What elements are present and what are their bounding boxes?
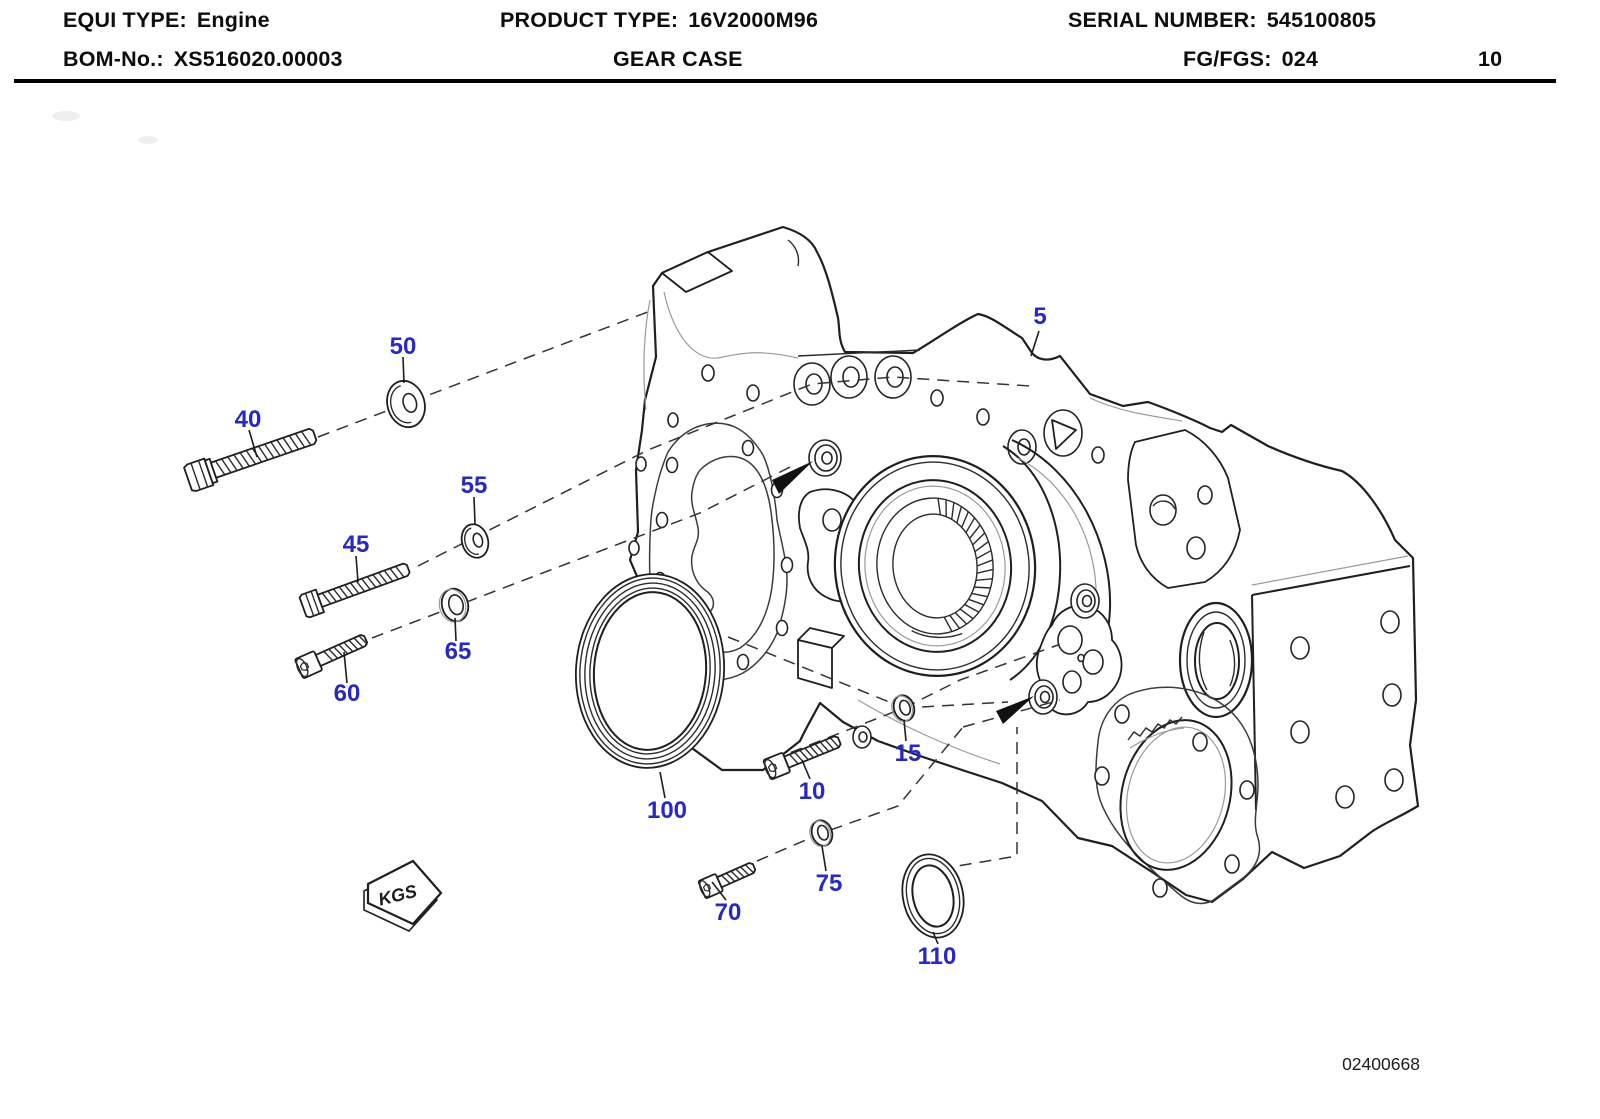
bom-label: BOM-No.:	[63, 47, 164, 71]
callout-45: 45	[343, 531, 370, 558]
callout-10: 10	[799, 778, 826, 805]
gear-teeth	[937, 498, 994, 632]
callout-40: 40	[235, 406, 262, 433]
axis-bolt40	[317, 309, 654, 438]
top-bolt-bosses	[793, 355, 912, 406]
socket-bolt-70	[697, 862, 757, 899]
ring-gear	[833, 455, 1037, 677]
callout-50: 50	[390, 333, 417, 360]
product-type: PRODUCT TYPE: 16V2000M96	[500, 8, 818, 33]
washer-55	[460, 523, 490, 559]
equi-type-value: Engine	[196, 8, 270, 32]
boss-bridge	[797, 349, 921, 357]
washer-75	[809, 819, 834, 847]
axis-bolt10	[771, 701, 1009, 761]
fg-fgs: FG/FGS: 024	[1183, 47, 1318, 72]
gear-far-rim	[1002, 445, 1062, 681]
seal-ring-110	[901, 853, 965, 939]
right-panel	[1251, 555, 1411, 811]
callout-100: 100	[647, 797, 687, 824]
washer-50	[386, 379, 426, 429]
washer-65	[438, 587, 470, 623]
scan-smudge	[138, 136, 158, 144]
axis-seal110	[939, 727, 1018, 870]
hex-bolt-45	[298, 562, 411, 619]
tower-slab	[661, 251, 733, 293]
tower-curl	[787, 239, 800, 267]
callout-70: 70	[715, 899, 742, 926]
callout-labels: 5 10 15 40 45 50 55 60 65 70 75 100 110	[235, 303, 1047, 970]
right-screw-boss-cluster	[1028, 583, 1123, 716]
lower-contour	[857, 699, 1001, 765]
equi-type: EQUI TYPE: Engine	[63, 8, 270, 33]
serial-number-label: SERIAL NUMBER:	[1068, 8, 1257, 32]
axis-washer15	[903, 644, 1059, 709]
hex-bolt-40	[183, 427, 318, 492]
axis-bolt60	[371, 466, 791, 639]
tower-base-line	[663, 291, 799, 359]
assembly-axis-lines	[317, 309, 1061, 870]
callout-55: 55	[461, 472, 488, 499]
callout-60: 60	[334, 680, 361, 707]
callout-65: 65	[445, 638, 472, 665]
callout-leader-lines	[248, 330, 1040, 945]
bore-housing-inner	[1017, 457, 1097, 601]
kgs-arrow: KGS	[363, 859, 443, 932]
product-type-label: PRODUCT TYPE:	[500, 8, 679, 32]
axis-bolt70	[756, 726, 964, 862]
seal-ring-100	[574, 573, 726, 769]
drawing-number: 02400668	[1342, 1054, 1420, 1074]
bom-number: BOM-No.: XS516020.00003	[63, 47, 343, 72]
gear-case-body	[628, 225, 1420, 905]
callout-5: 5	[1033, 303, 1046, 330]
triangle-vent	[1043, 409, 1083, 457]
upper-contour	[1089, 397, 1183, 422]
product-type-value: 16V2000M96	[688, 8, 819, 32]
fg-fgs-value: 024	[1281, 47, 1319, 71]
callout-110: 110	[918, 943, 957, 970]
socket-bolt-60	[294, 634, 369, 679]
mount-arrow-right	[996, 696, 1034, 724]
equi-type-label: EQUI TYPE:	[63, 8, 187, 32]
serial-number: SERIAL NUMBER: 545100805	[1068, 8, 1376, 33]
mid-right-plate	[1127, 429, 1241, 589]
bom-value: XS516020.00003	[173, 47, 343, 71]
page-title: GEAR CASE	[613, 47, 743, 71]
page-number: 10	[1478, 47, 1503, 71]
callout-75: 75	[816, 870, 843, 897]
callout-15: 15	[895, 740, 922, 767]
header-rule	[14, 79, 1556, 83]
flange-inner-line	[643, 299, 651, 411]
socket-bolt-10	[762, 735, 842, 781]
scan-smudge	[52, 111, 80, 121]
bottom-right-gasket	[1094, 686, 1261, 905]
axis-bolt45	[417, 376, 1031, 567]
hidden-gear-teeth	[1127, 716, 1183, 741]
bearing-bore	[1178, 601, 1254, 719]
washer-15	[891, 694, 916, 722]
mount-arrow-left	[772, 461, 813, 494]
axis-aux	[727, 636, 905, 709]
fg-fgs-label: FG/FGS:	[1183, 47, 1272, 71]
serial-number-value: 545100805	[1266, 8, 1377, 32]
